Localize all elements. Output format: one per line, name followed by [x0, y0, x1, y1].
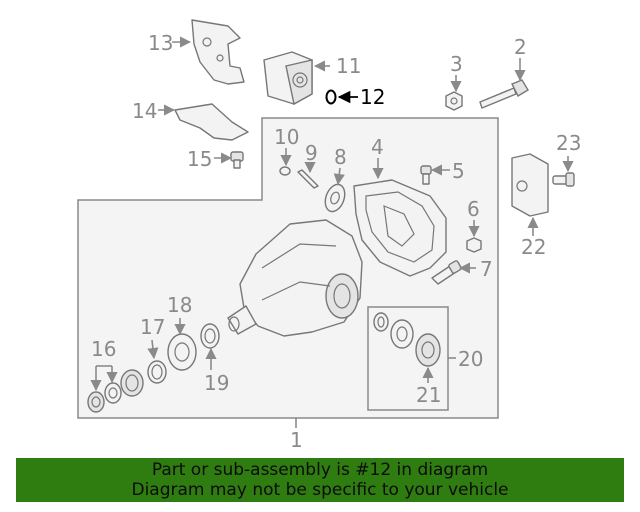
leader-lines — [90, 36, 574, 428]
callout-20[interactable]: 20 — [458, 347, 483, 371]
seal-part-21[interactable] — [415, 333, 441, 367]
pin-part-9[interactable] — [297, 169, 319, 189]
callout-18[interactable]: 18 — [167, 293, 192, 317]
callout-8[interactable]: 8 — [334, 145, 347, 169]
collar-part — [120, 369, 144, 397]
seal-part-20-group[interactable] — [373, 312, 414, 349]
callout-19[interactable]: 19 — [204, 371, 229, 395]
callout-10[interactable]: 10 — [274, 125, 299, 149]
bolt-part-23[interactable] — [552, 172, 575, 187]
callout-17[interactable]: 17 — [140, 315, 165, 339]
bolt-part-15[interactable] — [230, 151, 244, 169]
callout-5[interactable]: 5 — [452, 159, 465, 183]
nut-part-6[interactable] — [466, 237, 482, 253]
callout-4[interactable]: 4 — [371, 135, 384, 159]
ring-part-19[interactable] — [200, 323, 220, 349]
actuator-part-11[interactable] — [263, 51, 313, 106]
callout-14[interactable]: 14 — [132, 99, 157, 123]
callout-3[interactable]: 3 — [450, 52, 463, 76]
callout-6[interactable]: 6 — [467, 197, 480, 221]
callout-15[interactable]: 15 — [187, 147, 212, 171]
bolt-part-2[interactable] — [479, 79, 529, 109]
differential-housing[interactable] — [227, 219, 363, 337]
bearing-part-16[interactable] — [87, 382, 122, 413]
o-ring-part-12[interactable] — [325, 89, 337, 105]
cover-part-4[interactable] — [353, 179, 447, 277]
callout-7[interactable]: 7 — [480, 257, 493, 281]
bracket-part-13[interactable] — [191, 19, 245, 85]
banner-line-2: Diagram may not be specific to your vehi… — [131, 480, 509, 500]
callout-12[interactable]: 12 — [360, 85, 385, 109]
callout-2[interactable]: 2 — [514, 35, 527, 59]
info-banner: Part or sub-assembly is #12 in diagram D… — [16, 458, 624, 502]
callout-1[interactable]: 1 — [290, 428, 303, 452]
seal-part-18[interactable] — [167, 333, 197, 371]
heat-shield-part-14[interactable] — [174, 103, 249, 141]
sensor-part-7[interactable] — [431, 260, 462, 285]
callout-13[interactable]: 13 — [148, 31, 173, 55]
ring-part-17[interactable] — [147, 360, 167, 384]
callout-11[interactable]: 11 — [336, 54, 361, 78]
nut-part-3[interactable] — [445, 91, 463, 111]
gear-part-8[interactable] — [322, 182, 348, 214]
callout-labels: 1 2 3 4 5 6 7 8 9 10 11 12 13 14 15 16 1… — [91, 31, 581, 452]
callout-9[interactable]: 9 — [305, 141, 318, 165]
callout-22[interactable]: 22 — [521, 235, 546, 259]
callout-16[interactable]: 16 — [91, 337, 116, 361]
mount-part-22[interactable] — [511, 153, 549, 217]
callout-21[interactable]: 21 — [416, 383, 441, 407]
callout-23[interactable]: 23 — [556, 131, 581, 155]
washer-part-10[interactable] — [279, 166, 291, 176]
banner-line-1: Part or sub-assembly is #12 in diagram — [151, 460, 489, 480]
bolt-part-5[interactable] — [420, 165, 432, 185]
parts-diagram: 1 2 3 4 5 6 7 8 9 10 11 12 13 14 15 16 1… — [77, 19, 581, 452]
